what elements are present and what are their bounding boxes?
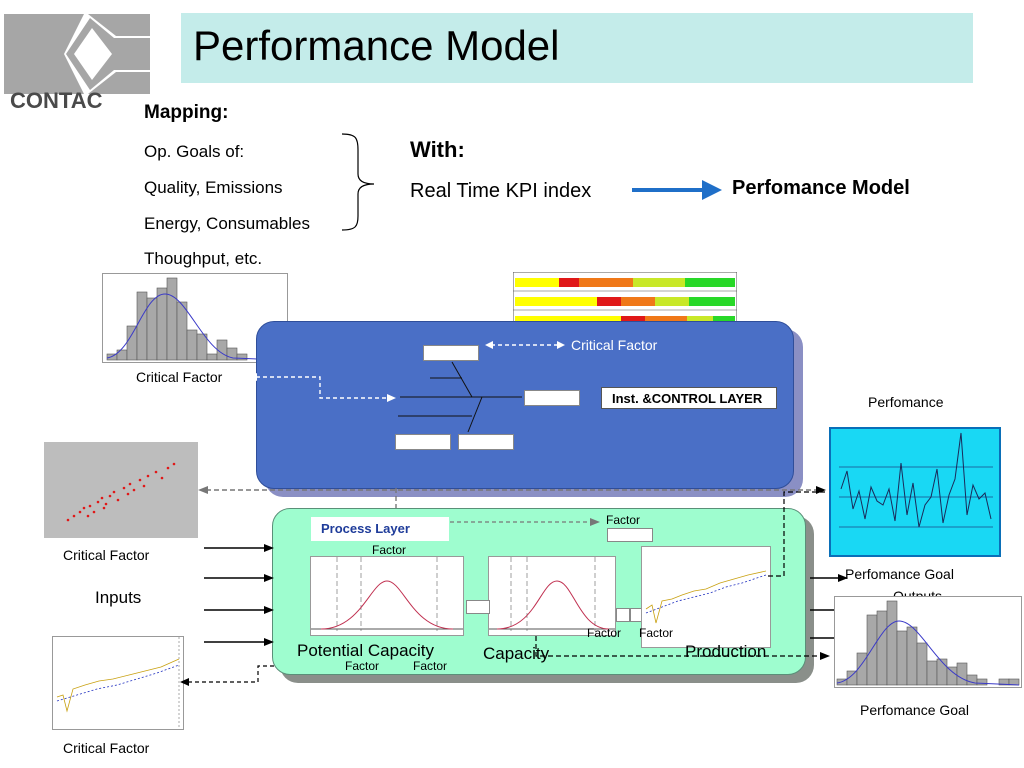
inputs-label: Inputs	[95, 588, 142, 607]
factor-label: Factor	[345, 659, 380, 673]
scatter-plot	[44, 442, 198, 538]
capacity-label: Capacity	[483, 644, 550, 663]
mapping-line: Thoughput, etc.	[144, 249, 263, 268]
contac-logo-icon	[4, 14, 150, 94]
production-label: Production	[685, 642, 767, 661]
production-trend-chart	[641, 546, 771, 648]
factor-label: Factor	[587, 626, 622, 640]
factor-box	[423, 345, 479, 361]
mapping-line: Op. Goals of:	[144, 142, 245, 161]
dashed-double-arrow-icon	[485, 341, 565, 349]
potential-capacity-chart	[310, 556, 464, 636]
process-layer-label: Process Layer	[311, 517, 449, 541]
factor-label: Factor	[413, 659, 448, 673]
logo-text: CONTAC	[10, 88, 103, 113]
perfomance-label: Perfomance	[868, 394, 944, 410]
critical-factor-control-label: Critical Factor	[571, 337, 658, 353]
kpi-index-table	[513, 272, 737, 330]
dashed-arrow-icon	[450, 518, 600, 526]
curly-brace-icon	[341, 133, 375, 231]
right-arrow-icon	[632, 180, 722, 200]
outputs-label: Outputs	[893, 588, 943, 598]
with-label: With:	[410, 137, 465, 162]
potential-capacity-label: Potential Capacity	[297, 641, 435, 660]
critical-factor-trend-chart	[52, 636, 184, 730]
performance-model-label: Perfomance Model	[732, 177, 910, 199]
fishbone-diagram	[398, 361, 522, 433]
input-arrows	[204, 544, 274, 646]
dashed-connector	[535, 636, 830, 660]
capacity-chart	[488, 556, 616, 636]
factor-box	[466, 600, 490, 614]
goal-histogram-chart	[834, 596, 1022, 688]
factor-box	[524, 390, 580, 406]
perfomance-control-chart	[829, 427, 1001, 557]
factor-label: Factor	[639, 626, 674, 640]
mapping-line: Energy, Consumables	[144, 214, 310, 233]
factor-box	[616, 608, 630, 622]
factor-box	[607, 528, 653, 542]
critical-factor-scatter-label: Critical Factor	[63, 547, 150, 563]
factor-box	[458, 434, 514, 450]
dashed-connector	[198, 486, 826, 494]
output-arrows	[810, 574, 848, 639]
critical-factor-label: Critical Factor	[136, 369, 223, 385]
perfomance-goal-label: Perfomance Goal	[845, 566, 954, 582]
perfomance-goal-bottom-label: Perfomance Goal	[860, 702, 969, 718]
mapping-line: Quality, Emissions	[144, 178, 283, 197]
dashed-connector	[248, 373, 396, 402]
dashed-connector	[768, 491, 828, 577]
critical-factor-bottom-label: Critical Factor	[63, 740, 150, 756]
factor-label: Factor	[606, 513, 641, 527]
kpi-label: Real Time KPI index	[410, 180, 592, 202]
page-title: Performance Model	[193, 22, 560, 69]
dashed-double-arrow-connector	[180, 665, 274, 686]
factor-box	[395, 434, 451, 450]
factor-label: Factor	[372, 543, 407, 557]
title-bar	[181, 13, 973, 83]
inst-control-layer-label: Inst. &CONTROL LAYER	[601, 387, 777, 409]
mapping-heading: Mapping:	[144, 102, 229, 123]
